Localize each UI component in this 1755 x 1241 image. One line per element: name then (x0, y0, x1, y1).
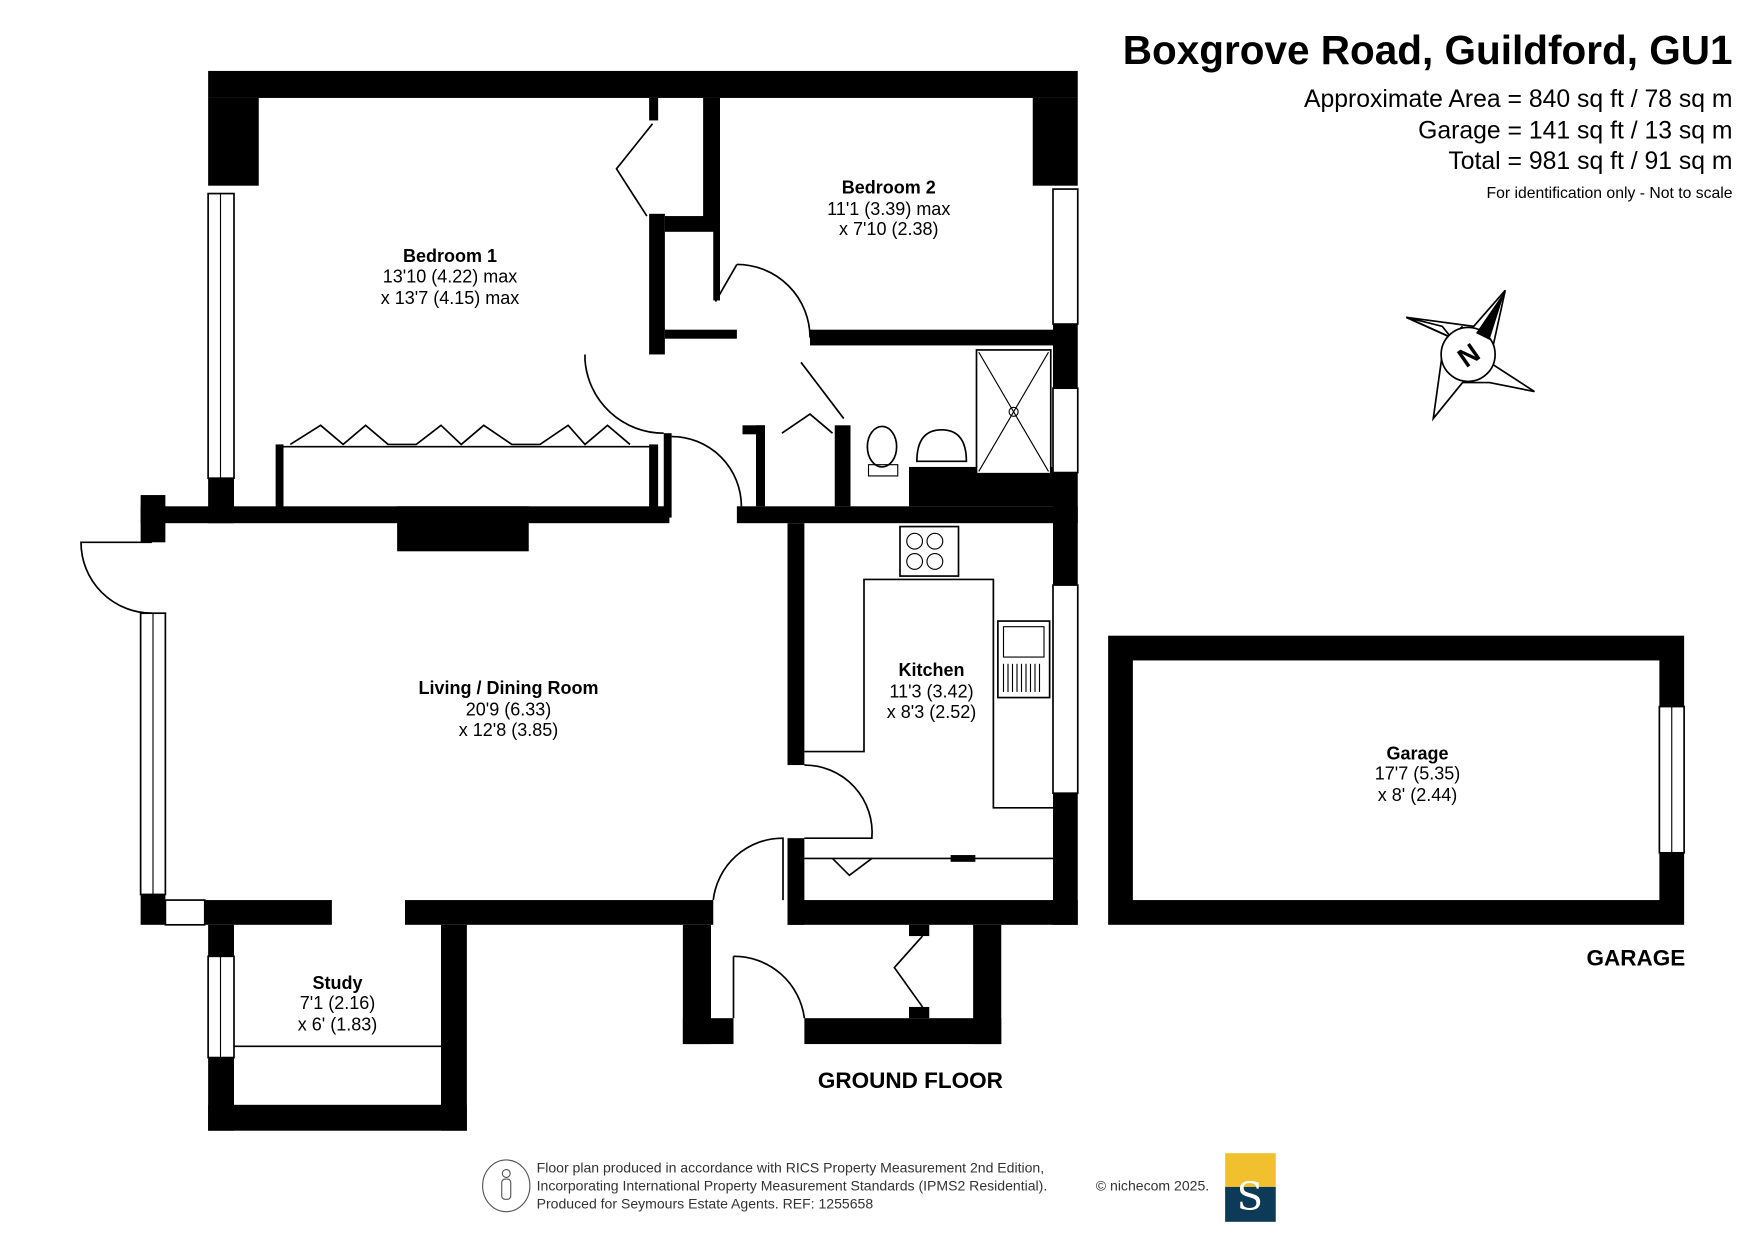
total-area: Total = 981 sq ft / 91 sq m (1448, 148, 1732, 175)
seymours-logo: S (1225, 1153, 1276, 1222)
svg-text:S: S (1237, 1174, 1263, 1219)
svg-text:Kitchen: Kitchen (898, 660, 964, 680)
person-icon (482, 1159, 531, 1213)
svg-text:x 8'3 (2.52): x 8'3 (2.52) (887, 702, 976, 722)
svg-text:17'7 (5.35): 17'7 (5.35) (1375, 764, 1461, 784)
footer-line-1: Floor plan produced in accordance with R… (537, 1159, 1045, 1175)
room-kitchen: Kitchen 11'3 (3.42) x 8'3 (2.52) (887, 660, 976, 722)
room-living-dining: Living / Dining Room 20'9 (6.33) x 12'8 … (419, 678, 599, 740)
svg-text:20'9 (6.33): 20'9 (6.33) (466, 700, 552, 720)
room-bedroom-2: Bedroom 2 11'1 (3.39) max x 7'10 (2.38) (827, 178, 950, 240)
room-study: Study 7'1 (2.16) x 6' (1.83) (298, 973, 377, 1035)
svg-text:x 8' (2.44): x 8' (2.44) (1378, 785, 1457, 805)
svg-text:Study: Study (312, 973, 362, 993)
walls (80, 70, 1685, 1131)
svg-text:11'1 (3.39) max: 11'1 (3.39) max (827, 199, 950, 219)
room-bedroom-1: Bedroom 1 13'10 (4.22) max x 13'7 (4.15)… (381, 246, 520, 308)
svg-text:x 13'7 (4.15) max: x 13'7 (4.15) max (381, 288, 520, 308)
garage-area: Garage = 141 sq ft / 13 sq m (1418, 117, 1732, 144)
svg-text:Bedroom 1: Bedroom 1 (403, 246, 497, 266)
svg-text:11'3 (3.42): 11'3 (3.42) (889, 682, 973, 702)
svg-text:x 6' (1.83): x 6' (1.83) (298, 1015, 377, 1035)
footer-line-2: Incorporating International Property Mea… (537, 1177, 1048, 1193)
copyright: © nichecom 2025. (1096, 1177, 1209, 1193)
room-garage: Garage 17'7 (5.35) x 8' (2.44) (1375, 743, 1461, 805)
ground-floor-label: GROUND FLOOR (818, 1068, 1003, 1093)
svg-text:13'10 (4.22) max: 13'10 (4.22) max (383, 266, 518, 286)
property-title: Boxgrove Road, Guildford, GU1 (1123, 27, 1733, 73)
compass-icon: N (1405, 289, 1535, 422)
svg-text:x 12'8 (3.85): x 12'8 (3.85) (459, 720, 559, 740)
svg-text:Bedroom 2: Bedroom 2 (842, 178, 936, 198)
footer-line-3: Produced for Seymours Estate Agents. REF… (537, 1195, 874, 1211)
svg-text:x 7'10 (2.38): x 7'10 (2.38) (839, 219, 939, 239)
svg-text:7'1 (2.16): 7'1 (2.16) (300, 993, 375, 1013)
garage-floor-label: GARAGE (1586, 945, 1685, 970)
svg-text:Garage: Garage (1386, 743, 1448, 763)
scale-note: For identification only - Not to scale (1487, 185, 1733, 202)
approximate-area: Approximate Area = 840 sq ft / 78 sq m (1304, 86, 1733, 113)
svg-text:Living / Dining Room: Living / Dining Room (419, 678, 599, 698)
